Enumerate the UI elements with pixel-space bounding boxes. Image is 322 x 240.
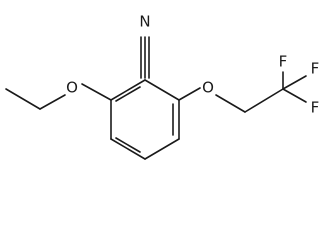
structure-diagram: N O O F F F <box>5 13 320 160</box>
ethoxy-bond-o-ch2 <box>39 94 66 110</box>
molecule-canvas: N O O F F F <box>5 13 320 160</box>
ring-bond-c3-c4 <box>144 138 180 160</box>
ring-bond-c6-c1 <box>110 79 146 101</box>
fluorine-bottom-label: F <box>311 99 320 117</box>
fluorine-top-label: F <box>279 53 288 71</box>
benzene-ring <box>110 79 180 160</box>
trifluoroethoxy-bond-ring-o <box>178 87 201 101</box>
trifluoroethoxy-oxygen-label: O <box>202 79 214 97</box>
ethoxy-group: O <box>5 79 112 110</box>
nitrogen-label: N <box>139 13 150 31</box>
ring-double-bond-inner-3 <box>115 86 141 102</box>
ring-bond-c1-c2 <box>144 79 180 101</box>
ethoxy-oxygen-label: O <box>66 79 78 97</box>
trifluoroethoxy-bond-o-ch2 <box>215 94 246 113</box>
cf3-bond-f-right <box>282 75 307 90</box>
ethoxy-bond-ring-o <box>81 83 112 101</box>
ring-double-bond-inner-2 <box>115 137 141 153</box>
fluorine-right-label: F <box>311 60 320 78</box>
ethoxy-bond-ch2-ch3 <box>5 88 41 110</box>
cf3-bond-f-bottom <box>282 88 307 103</box>
trifluoroethoxy-bond-ch2-cf3 <box>244 88 284 113</box>
trifluoroethoxy-group: O F F F <box>178 53 320 117</box>
nitrile-group: N <box>139 13 151 79</box>
ring-bond-c4-c5 <box>110 138 146 160</box>
